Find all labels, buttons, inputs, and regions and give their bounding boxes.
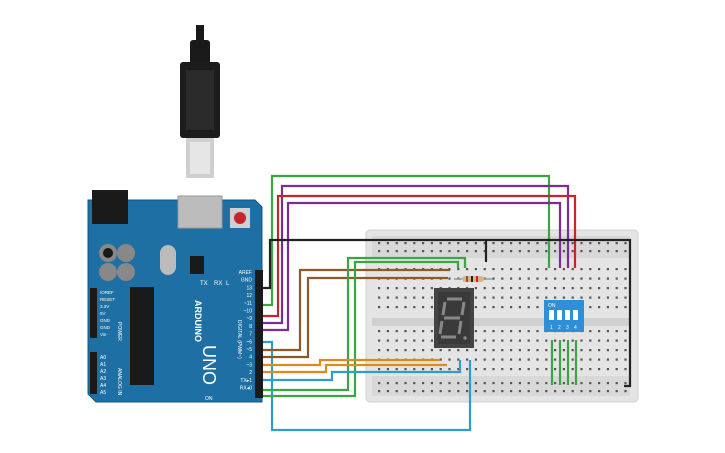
dip-switch[interactable]: ON 1 2 3 4 — [544, 300, 584, 332]
resistor[interactable] — [454, 276, 492, 282]
wire-brown — [262, 268, 450, 352]
power-pin-label: Vin — [100, 332, 107, 337]
digital-pin-label: ~11 — [244, 301, 252, 307]
digital-pin-label: ~5 — [246, 347, 252, 353]
digital-pin-label: ~10 — [244, 309, 253, 315]
wire-purple-2 — [262, 201, 562, 332]
digit-segments — [438, 297, 466, 339]
analog-pin-label: A3 — [100, 376, 106, 382]
power-pin-label: RESET — [100, 297, 115, 302]
power-pin-label: 3.3V — [100, 304, 109, 309]
arduino-model: UNO — [199, 345, 219, 385]
digital-pin-label: 8 — [249, 324, 252, 330]
wire-orange — [262, 358, 440, 367]
analog-pin-label: A4 — [100, 383, 106, 389]
digital-pin-label: 13 — [246, 285, 252, 291]
analog-label: ANALOG IN — [116, 368, 122, 396]
digital-pin-label: 2 — [249, 370, 252, 376]
breadboard — [365, 229, 639, 403]
on-label: ON — [205, 396, 213, 402]
digital-pin-label: RX◂0 — [240, 386, 252, 392]
arduino-brand: ARDUINO — [193, 300, 203, 342]
dip-on-label: ON — [548, 303, 556, 309]
digital-pin-label: 4 — [249, 355, 252, 361]
dip-num-3: 3 — [566, 325, 569, 331]
dip-num-4: 4 — [574, 325, 577, 331]
digital-pin-label: 7 — [249, 332, 252, 338]
analog-pin-label: A2 — [100, 369, 106, 375]
wire-orange-2 — [262, 363, 447, 374]
arduino-board[interactable]: TX RX L ON ARDUINO UNO DIGITAL (PWM~) PO… — [87, 190, 263, 403]
usb-cable[interactable] — [180, 25, 220, 178]
dip-wires — [550, 340, 578, 385]
digital-pin-label: TX▸1 — [240, 378, 252, 384]
l-label: L — [226, 281, 230, 287]
wire-green — [262, 174, 551, 307]
digital-pin-label: ~6 — [246, 339, 252, 345]
digital-pin-label: GND — [241, 278, 253, 284]
digital-pin-label: ~3 — [246, 362, 252, 368]
power-pin-label: GND — [100, 318, 111, 323]
wire-blue — [262, 340, 472, 432]
wire-green-3 — [262, 260, 460, 398]
power-pin-labels: IOREF RESET 3.3V 5V GND GND Vin — [100, 290, 115, 337]
digital-pin-label: AREF — [239, 270, 252, 276]
seven-segment-display[interactable]: 8 — [434, 288, 474, 348]
power-pin-label: 5V — [100, 311, 106, 316]
wire-black — [262, 238, 632, 388]
wires — [262, 174, 632, 432]
analog-pin-label: A1 — [100, 362, 106, 368]
tx-label: TX — [200, 281, 208, 287]
wire-green-2 — [262, 256, 467, 392]
analog-pin-label: A0 — [100, 355, 106, 361]
dip-num-1: 1 — [550, 325, 553, 331]
wire-blue-2 — [262, 360, 462, 382]
dip-num-2: 2 — [558, 325, 561, 331]
rx-label: RX — [214, 281, 222, 287]
wire-brown-2 — [262, 276, 448, 359]
wire-purple — [262, 184, 570, 325]
digital-pin-label: ~9 — [246, 316, 252, 322]
power-label: POWER — [116, 322, 122, 341]
digital-label: DIGITAL (PWM~) — [236, 320, 242, 359]
power-pin-label: IOREF — [100, 290, 114, 295]
power-pin-label: GND — [100, 325, 111, 330]
digital-pin-label: 12 — [246, 293, 252, 299]
analog-pin-label: A5 — [100, 390, 106, 396]
wire-red — [262, 194, 577, 318]
